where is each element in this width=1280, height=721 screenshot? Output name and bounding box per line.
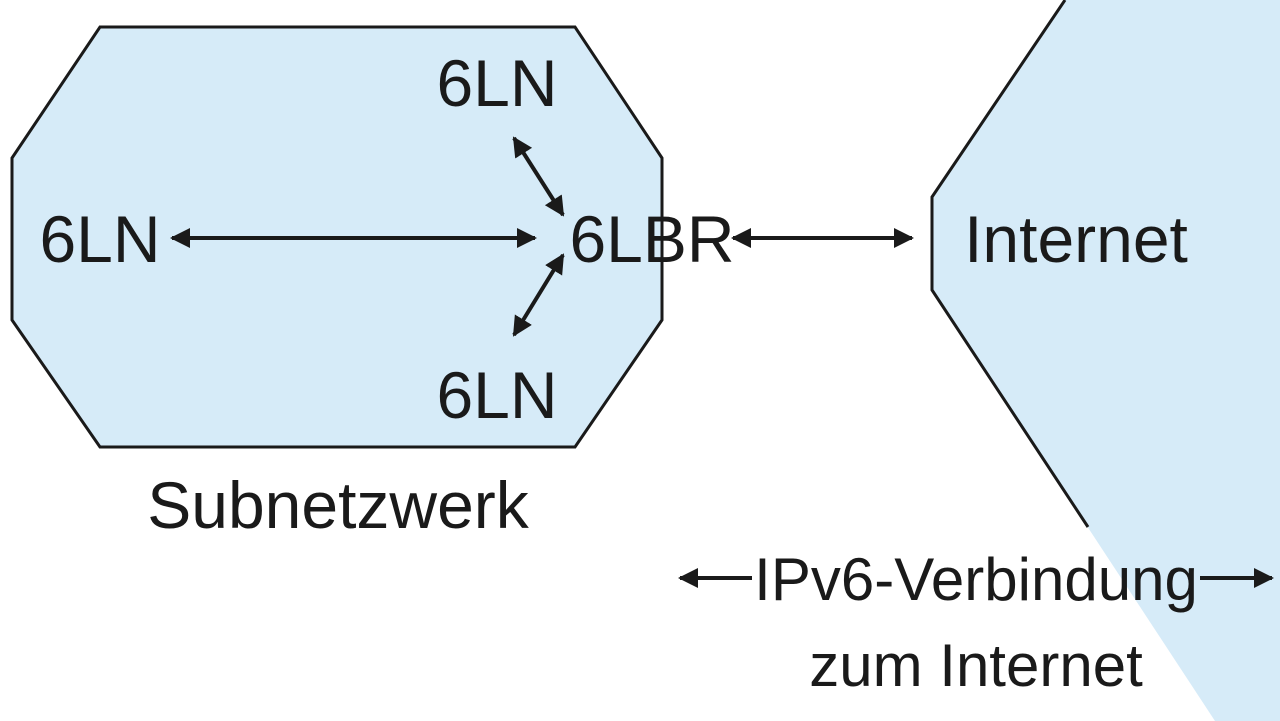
internet-label: Internet — [964, 202, 1188, 276]
node-left-label: 6LN — [39, 202, 160, 276]
arrow-top-node-to-router — [512, 136, 565, 217]
arrow-bottom-node-to-router — [512, 253, 565, 337]
router-label: 6LBR — [569, 202, 734, 276]
connection-label-line2: zum Internet — [809, 632, 1143, 699]
internet-region-border — [930, 0, 1090, 528]
node-bottom-label: 6LN — [436, 358, 557, 432]
node-top-label: 6LN — [436, 46, 557, 120]
subnet-caption: Subnetzwerk — [147, 468, 530, 542]
internet-region — [932, 0, 1280, 721]
connection-label-line1: IPv6-Verbindung — [754, 546, 1198, 613]
